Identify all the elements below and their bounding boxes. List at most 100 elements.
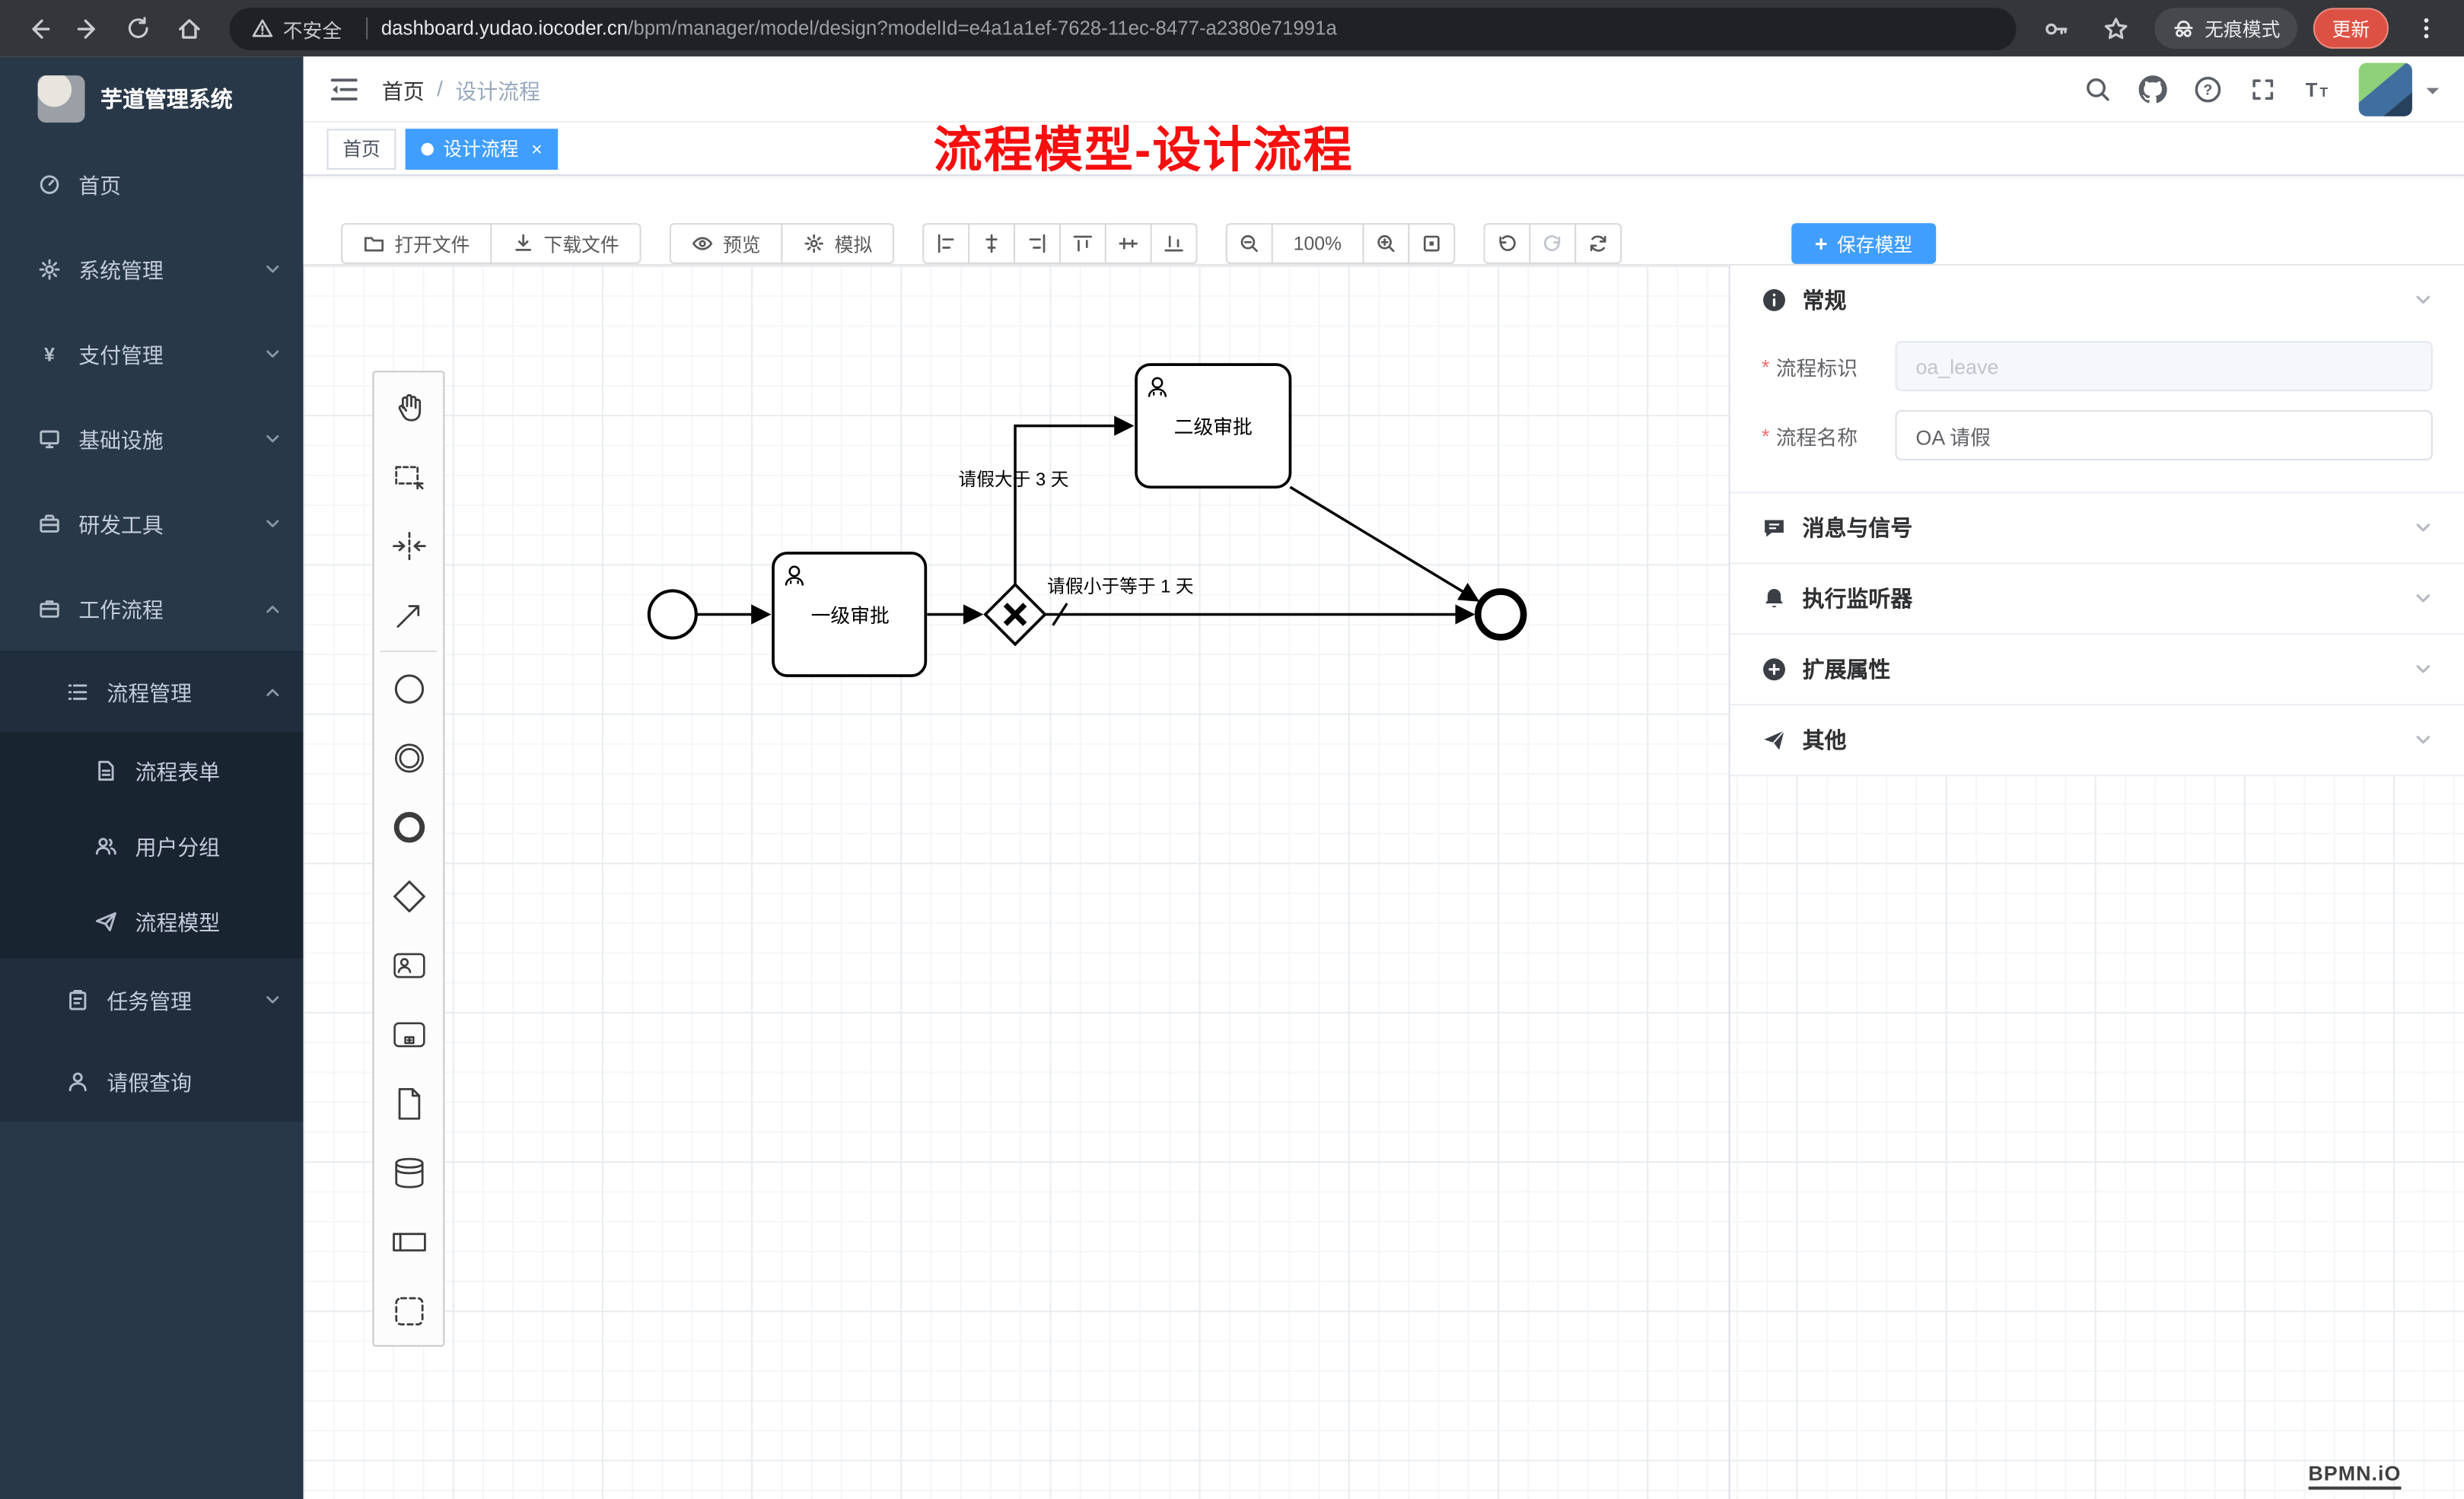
palette-data-object[interactable] xyxy=(374,1068,443,1138)
home-button[interactable] xyxy=(167,6,211,50)
process-name-input[interactable] xyxy=(1895,409,2433,461)
sidebar-item-task-management[interactable]: 任务管理 xyxy=(0,958,304,1041)
sidebar-item-devtools[interactable]: 研发工具 xyxy=(0,481,304,566)
flow-task2-to-end[interactable] xyxy=(1289,485,1480,602)
back-button[interactable] xyxy=(16,6,60,50)
github-icon[interactable] xyxy=(2138,75,2167,103)
sidebar-item-infrastructure[interactable]: 基础设施 xyxy=(0,396,304,481)
zoom-level: 100% xyxy=(1271,223,1364,264)
sidebar-item-process-management[interactable]: 流程管理 xyxy=(0,650,304,733)
palette-subprocess[interactable] xyxy=(374,999,443,1068)
help-icon[interactable]: ? xyxy=(2194,75,2222,103)
chrome-update-button[interactable]: 更新 xyxy=(2313,8,2389,49)
palette-participant[interactable] xyxy=(374,1207,443,1276)
password-key-icon[interactable] xyxy=(2035,6,2079,50)
align-bottom-icon xyxy=(1164,235,1183,252)
breadcrumb-home[interactable]: 首页 xyxy=(381,79,425,103)
section-message-signal[interactable]: 消息与信号 xyxy=(1730,493,2464,562)
bookmark-star-icon[interactable] xyxy=(2095,6,2139,50)
forward-button[interactable] xyxy=(66,6,110,50)
address-bar[interactable]: 不安全 dashboard.yudao.iocoder.cn/bpm/manag… xyxy=(229,7,2017,50)
flow-label-lte[interactable]: 请假小于等于 1 天 xyxy=(1047,577,1194,597)
download-file-button[interactable]: 下载文件 xyxy=(490,223,641,264)
bpmn-exclusive-gateway[interactable] xyxy=(983,582,1047,647)
palette-data-store[interactable] xyxy=(374,1138,443,1207)
preview-button[interactable]: 预览 xyxy=(669,223,783,264)
bpmn-task-first-approval[interactable]: 一级审批 xyxy=(772,552,928,677)
palette-global-connect-tool[interactable] xyxy=(374,580,443,649)
sidebar-item-process-form[interactable]: 流程表单 xyxy=(0,732,304,808)
align-center-button[interactable] xyxy=(968,223,1016,264)
tag-home[interactable]: 首页 xyxy=(326,128,396,169)
bpmn-start-event[interactable] xyxy=(647,589,698,640)
palette-gateway[interactable] xyxy=(374,861,443,931)
browser-toolbar: 不安全 dashboard.yudao.iocoder.cn/bpm/manag… xyxy=(0,0,2464,57)
flow-gateway-to-task2[interactable] xyxy=(1014,415,1135,585)
user-task-icon xyxy=(393,952,425,978)
zoom-reset-button[interactable] xyxy=(1407,223,1455,264)
palette-intermediate-event[interactable] xyxy=(374,723,443,792)
section-extended-attributes[interactable]: 扩展属性 xyxy=(1730,635,2464,704)
open-file-button[interactable]: 打开文件 xyxy=(341,223,492,264)
subprocess-icon xyxy=(393,1021,425,1047)
fullscreen-icon[interactable] xyxy=(2249,75,2277,103)
restart-button[interactable] xyxy=(1574,223,1622,264)
user-avatar[interactable] xyxy=(2358,62,2412,116)
sidebar-item-system[interactable]: 系统管理 xyxy=(0,226,304,311)
section-execution-listener[interactable]: 执行监听器 xyxy=(1730,564,2464,633)
align-right-button[interactable] xyxy=(1014,223,1062,264)
sidebar-item-user-group[interactable]: 用户分组 xyxy=(0,807,304,883)
tag-design-process[interactable]: 设计流程 × xyxy=(405,128,559,169)
briefcase-icon xyxy=(40,600,59,617)
align-middle-button[interactable] xyxy=(1104,223,1152,264)
align-top-button[interactable] xyxy=(1059,223,1106,264)
palette-group[interactable] xyxy=(374,1276,443,1345)
hand-icon xyxy=(397,393,421,421)
align-bottom-button[interactable] xyxy=(1150,223,1198,264)
zoom-out-button[interactable] xyxy=(1225,223,1273,264)
align-top-icon xyxy=(1073,235,1093,252)
bpmn-io-watermark[interactable]: BPMN.iO xyxy=(2308,1462,2402,1490)
simulate-button[interactable]: 模拟 xyxy=(781,223,895,264)
save-model-button[interactable]: + 保存模型 xyxy=(1791,223,1937,264)
fit-viewport-icon xyxy=(1423,235,1440,252)
process-key-input[interactable] xyxy=(1895,341,2433,392)
palette-hand-tool[interactable] xyxy=(374,372,443,441)
section-general[interactable]: 常规 xyxy=(1730,266,2464,335)
send-icon xyxy=(1764,730,1785,750)
bpmn-end-event[interactable] xyxy=(1474,588,1527,641)
sidebar-item-home[interactable]: 首页 xyxy=(0,142,304,227)
plus-icon: + xyxy=(1814,231,1828,256)
document-icon xyxy=(98,759,114,780)
palette-end-event[interactable] xyxy=(374,792,443,861)
align-left-button[interactable] xyxy=(922,223,970,264)
align-left-icon xyxy=(938,234,954,253)
tag-close-icon[interactable]: × xyxy=(531,137,543,160)
section-other[interactable]: 其他 xyxy=(1730,705,2464,775)
flow-label-gt[interactable]: 请假大于 3 天 xyxy=(958,469,1068,490)
clipboard-icon xyxy=(69,988,87,1010)
sidebar-collapse-icon[interactable] xyxy=(329,73,360,104)
undo-icon xyxy=(1498,235,1516,251)
redo-button[interactable] xyxy=(1528,223,1576,264)
sidebar-item-workflow[interactable]: 工作流程 xyxy=(0,565,304,651)
reload-button[interactable] xyxy=(116,6,161,50)
palette-start-event[interactable] xyxy=(374,654,443,723)
zoom-in-button[interactable] xyxy=(1361,223,1409,264)
undo-button[interactable] xyxy=(1482,223,1530,264)
palette-lasso-tool[interactable] xyxy=(374,441,443,511)
svg-text:二级审批: 二级审批 xyxy=(1174,416,1253,438)
avatar-caret-icon[interactable] xyxy=(2426,87,2440,100)
bpmn-canvas[interactable]: 请假大于 3 天 请假小于等于 1 天 一级审批 xyxy=(303,263,2464,1499)
sidebar-item-leave-query[interactable]: 请假查询 xyxy=(0,1040,304,1122)
bpmn-task-second-approval[interactable]: 二级审批 xyxy=(1135,363,1292,489)
sidebar-item-process-model[interactable]: 流程模型 xyxy=(0,883,304,959)
search-icon[interactable] xyxy=(2084,75,2112,103)
browser-menu-icon[interactable] xyxy=(2405,6,2449,50)
palette-space-tool[interactable] xyxy=(374,511,443,580)
palette-task[interactable] xyxy=(374,931,443,1000)
sidebar-item-payment[interactable]: ¥ 支付管理 xyxy=(0,311,304,396)
bell-icon xyxy=(1765,588,1784,608)
